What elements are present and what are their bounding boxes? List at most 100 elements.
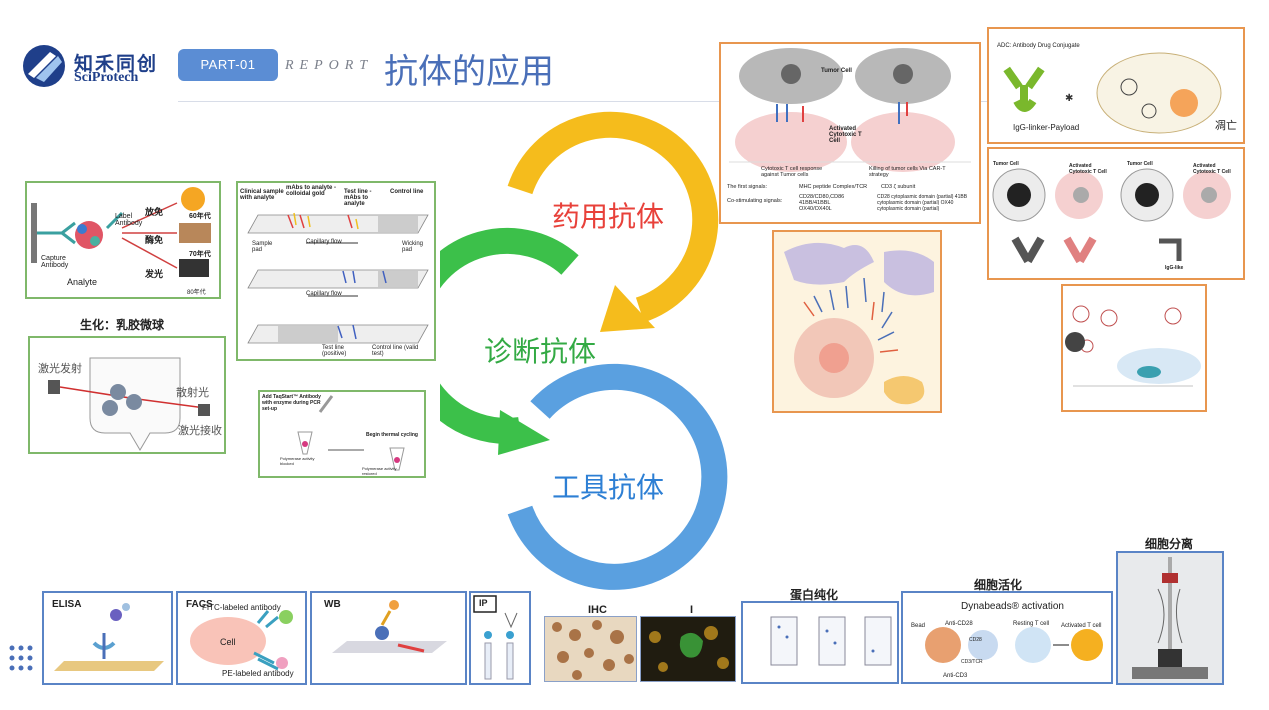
ihc-image — [544, 616, 637, 682]
facs-label: FACS — [186, 599, 213, 610]
anti-cd3-label: Anti-CD3 — [943, 673, 968, 679]
activated-t-label: Activated T cell — [1061, 623, 1102, 629]
cell-activation-panel: Dynabeads® activation Bead Anti-CD28 Res… — [901, 591, 1113, 684]
cell-separation-photo — [1116, 551, 1224, 685]
era-60-text: 60年代 — [189, 213, 211, 220]
car-t-response-text: Cytotoxic T cell response against Tumor … — [761, 166, 823, 178]
test-line-mabs-text: Test line - mAbs to analyte — [344, 189, 372, 207]
cell-separation-label: 细胞分离 — [1145, 537, 1194, 551]
sample-pad-text: Sample pad — [252, 241, 273, 253]
adc-igg-text: IgG-linker-Payload — [1013, 123, 1080, 132]
ip-label: IP — [479, 598, 488, 608]
part-badge: PART-01 — [178, 49, 278, 81]
pcr-hotstart-panel: Add TaqStart™ Antibody with enzyme durin… — [258, 390, 426, 478]
checkpoint-panel — [1061, 284, 1207, 412]
decorative-dots-icon — [9, 645, 33, 671]
mhc-text: MHC peptide Complex/TCR — [799, 184, 868, 190]
cd28-small-label: CD28 — [969, 637, 982, 643]
page-title: 抗体的应用 — [384, 52, 554, 92]
elisa-label: ELISA — [52, 599, 82, 610]
wb-label: WB — [324, 599, 341, 610]
facs-panel: FACS FITC-labeled antibody Cell PE-label… — [176, 591, 307, 685]
lateral-flow-panel: Clinical sample with analyte mAbs to ana… — [236, 181, 436, 361]
capillary-flow-text-2: Capillary flow — [306, 291, 342, 297]
diagnostic-antibody-label: 诊断抗体 — [484, 335, 597, 368]
adc-title-text: ADC: Antibody Drug Conjugate — [997, 43, 1080, 49]
adc-death-text: 凋亡 — [1215, 120, 1237, 132]
ihc-label: IHC — [588, 604, 607, 616]
if-image — [640, 616, 736, 682]
first-signals-text: The first signals: — [727, 184, 768, 190]
radio-immuno-text: 放免 — [145, 207, 164, 217]
scatter-light-text: 散射光 — [176, 387, 209, 399]
facs-cell-label: Cell — [220, 637, 236, 647]
drug-ring-arc — [507, 111, 719, 323]
bi-igg-like-text: IgG-like — [1165, 265, 1184, 271]
era-70-text: 70年代 — [189, 251, 211, 258]
car-t-panel: Tumor Cell Activated Cytotoxic T Cell Cy… — [719, 42, 981, 224]
bi-tumor-a-text: Tumor Cell — [993, 161, 1019, 167]
car-t-tumor-cell-text: Tumor Cell — [821, 68, 852, 74]
if-label: I — [690, 604, 694, 616]
bi-tumor-b-text: Tumor Cell — [1127, 161, 1153, 167]
header-divider — [178, 101, 1238, 102]
diagnostic-ring-arrow-icon — [498, 410, 550, 455]
enzyme-immuno-text: 酶免 — [145, 235, 164, 245]
pcr-add-text: Add TaqStart™ Antibody with enzyme durin… — [262, 394, 321, 412]
mabs-gold-text: mAbs to analyte - colloidal gold — [286, 185, 337, 197]
fitc-label: FITC-labeled antibody — [202, 603, 281, 612]
car-t-killing-text: Killing of tumor cells Via CAR-T strateg… — [869, 166, 946, 178]
tool-antibody-label: 工具抗体 — [552, 471, 665, 504]
luminescence-text: 发光 — [145, 269, 164, 279]
capillary-flow-text-1: Capillary flow — [306, 239, 342, 245]
cell-activation-label: 细胞活化 — [974, 578, 1023, 592]
immunoassay-history-panel: Label Antibody Capture Antibody Analyte … — [25, 181, 221, 299]
anti-cd28-label: Anti-CD28 — [945, 621, 973, 627]
bi-activated-a-text: Activated Cytotoxic T Cell — [1069, 163, 1107, 175]
label-antibody-text: Label Antibody — [115, 213, 143, 227]
elisa-panel: ELISA — [42, 591, 173, 685]
car-t-activated-text: Activated Cytotoxic T Cell — [829, 126, 862, 144]
tool-ring-arc — [507, 363, 728, 590]
bispecific-panel: Tumor Cell Activated Cytotoxic T Cell Tu… — [987, 147, 1245, 280]
laser-receive-text: 激光接收 — [178, 425, 222, 437]
cd28-pairs-text: CD28/CD80,CD86 41BB/41BBL OX40/OX40L — [799, 194, 845, 212]
cd28-cyto-text: CD28 cytoplasmic domain (partial) 41BB c… — [877, 194, 968, 212]
logo-name-cn: 知禾同创 — [74, 53, 159, 75]
adc-panel: ✱ ADC: Antibody Drug Conjugate IgG-linke… — [987, 27, 1245, 144]
co-stim-text: Co-stimulating signals: — [727, 198, 783, 204]
wicking-pad-text: Wicking pad — [402, 241, 424, 253]
drug-ring-arrow-icon — [600, 285, 655, 332]
bi-activated-b-text: Activated Cytotoxic T Cell — [1193, 163, 1231, 175]
pcr-restored-text: Polymerase activity restored — [362, 466, 397, 476]
bead-label: Bead — [911, 623, 926, 629]
application-cycle-diagram — [440, 111, 728, 590]
pcr-blocked-text: Polymerase activity blocked — [280, 456, 315, 466]
latex-bead-panel: 激光发射 散射光 激光接收 — [28, 336, 226, 454]
laser-emit-text: 激光发射 — [38, 363, 82, 375]
diagnostic-ring-arc — [440, 227, 579, 444]
protein-purification-panel — [741, 601, 899, 684]
capture-antibody-text: Capture Antibody — [41, 255, 69, 269]
resting-t-label: Resting T cell — [1013, 621, 1050, 627]
report-label: REPORT — [285, 58, 374, 73]
era-80-text: 80年代 — [187, 290, 206, 296]
cd3tcr-small-label: CD3/TCR — [961, 659, 983, 665]
logo-name-en: SciProtech — [74, 70, 139, 85]
control-valid-text: Control line (valid test) — [372, 345, 419, 357]
ip-panel: IP — [469, 591, 531, 685]
cd3-text: CD3 ζ subunit — [881, 184, 916, 190]
immune-synapse-panel — [772, 230, 942, 413]
svg-text:✱: ✱ — [1065, 93, 1073, 104]
protein-purification-label: 蛋白纯化 — [790, 588, 839, 602]
logo-mark-icon — [23, 45, 65, 87]
test-positive-text: Test line (positive) — [322, 345, 347, 357]
drug-antibody-label: 药用抗体 — [552, 200, 665, 233]
dynabeads-title: Dynabeads® activation — [961, 601, 1064, 612]
pe-label: PE-labeled antibody — [222, 669, 294, 678]
pcr-begin-text: Begin thermal cycling — [366, 432, 418, 438]
wb-panel: WB — [310, 591, 467, 685]
control-line-text: Control line — [390, 189, 424, 195]
analyte-text: Analyte — [67, 277, 98, 287]
latex-caption: 生化：乳胶微球 — [80, 318, 165, 332]
